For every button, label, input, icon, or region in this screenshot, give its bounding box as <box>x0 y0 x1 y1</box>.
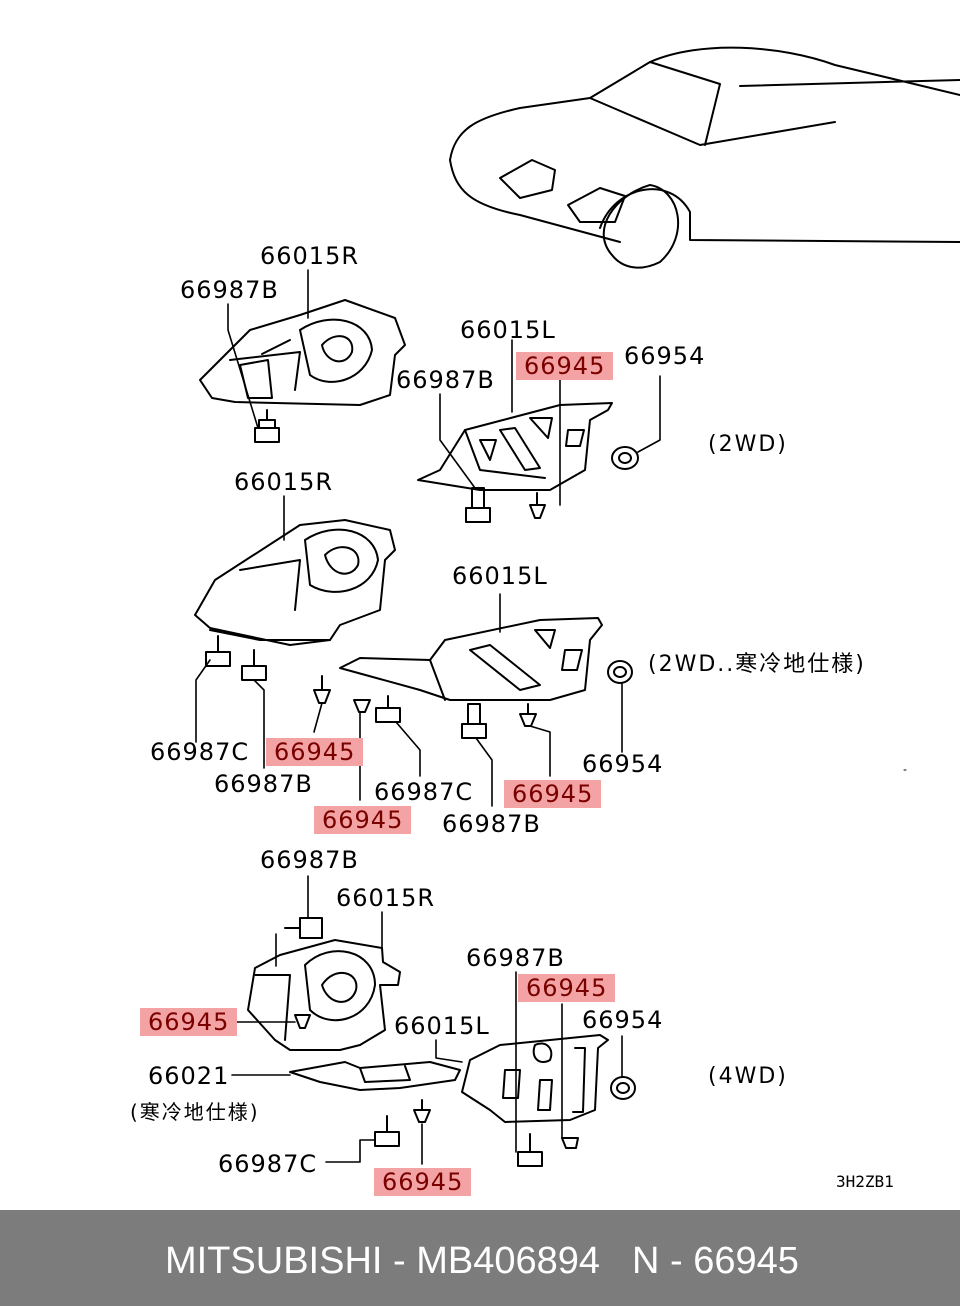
label-66015r-mid: 66015R <box>234 468 334 496</box>
label-66987c-bot: 66987C <box>218 1150 318 1178</box>
variant-2wd-cold: (2WD..寒冷地仕様) <box>648 652 866 677</box>
label-66015l-mid: 66015L <box>452 562 548 590</box>
label-66954-top: 66954 <box>624 342 706 370</box>
label-66954-bot: 66954 <box>582 1006 664 1034</box>
diagram-code: 3H2ZB1 <box>836 1172 894 1191</box>
label-66945-mid-a-highlight[interactable]: 66945 <box>266 738 364 766</box>
label-66987b-mid-center: 66987B <box>442 810 541 838</box>
label-66987c-mid-center: 66987C <box>374 778 474 806</box>
variant-4wd: (4WD) <box>708 1064 788 1089</box>
clip-66945-mid-c <box>519 703 537 727</box>
shield-66015l-bot <box>461 1034 609 1123</box>
variant-2wd: (2WD) <box>708 432 788 457</box>
clip-66945-mid-a <box>313 675 331 704</box>
footer-brand-part-number: MITSUBISHI - MB406894 <box>165 1240 601 1282</box>
shield-66015l-mid <box>339 617 603 701</box>
grommet-66954-bot <box>610 1076 636 1100</box>
label-66987b-top-left: 66987B <box>396 366 495 394</box>
label-66987b-mid-left: 66987B <box>214 770 313 798</box>
clip-66945-mid-b <box>353 699 371 713</box>
bolt-66987b-mid-center <box>461 703 487 739</box>
footer-bar: MITSUBISHI - MB406894 N - 66945 <box>0 1210 960 1306</box>
label-66015r-top: 66015R <box>260 242 360 270</box>
bolt-66987b-top-left <box>465 487 491 523</box>
bolt-66987c-mid-center <box>375 695 401 723</box>
label-66945-bot-left-highlight[interactable]: 66945 <box>140 1008 238 1036</box>
bolt-66987b-bot-top <box>284 917 323 939</box>
grommet-66954-mid <box>607 660 633 684</box>
label-66945-bot-right-highlight[interactable]: 66945 <box>518 974 616 1002</box>
clip-66945-top-left <box>529 492 546 519</box>
clip-66945-bot-right <box>561 1137 579 1149</box>
label-66015l-bot: 66015L <box>394 1012 490 1040</box>
label-66945-bot-bottom-highlight[interactable]: 66945 <box>374 1168 472 1196</box>
label-66945-mid-b-highlight[interactable]: 66945 <box>314 806 412 834</box>
label-66945-top-highlight[interactable]: 66945 <box>516 352 614 380</box>
label-66954-mid: 66954 <box>582 750 664 778</box>
shield-66015l-top <box>417 402 613 491</box>
footer-reference-number: N - 66945 <box>632 1240 799 1282</box>
label-66987c-mid-left: 66987C <box>150 738 250 766</box>
parts-diagram <box>194 46 960 1167</box>
label-66987b-bot-top: 66987B <box>260 846 359 874</box>
clip-66945-bot-left <box>294 1014 311 1029</box>
label-66945-mid-c-highlight[interactable]: 66945 <box>504 780 602 808</box>
label-66015l-top: 66015L <box>460 316 556 344</box>
label-66987b-top: 66987B <box>180 276 279 304</box>
grommet-66954-top <box>611 446 639 470</box>
cold-climate-note: (寒冷地仕様) <box>130 1100 260 1124</box>
label-66021: 66021 <box>148 1062 230 1090</box>
bolt-66987c-mid-left <box>205 635 231 667</box>
label-66987b-bot-right: 66987B <box>466 944 565 972</box>
leader-lines <box>195 269 661 1165</box>
bolt-66987b-top <box>254 409 280 443</box>
clip-66945-bot-bottom <box>413 1099 431 1123</box>
bolt-66987b-bot-right <box>517 1133 543 1167</box>
bolt-66987b-mid-left <box>241 649 267 681</box>
bolt-66987c-bot <box>374 1115 400 1147</box>
car-illustration <box>449 46 960 269</box>
shield-66015r-bot <box>247 939 401 1051</box>
shield-66015r-top <box>199 299 406 406</box>
splash-plate-66021 <box>289 1061 461 1091</box>
label-66015r-bot: 66015R <box>336 884 436 912</box>
shield-66015r-mid <box>194 519 396 646</box>
